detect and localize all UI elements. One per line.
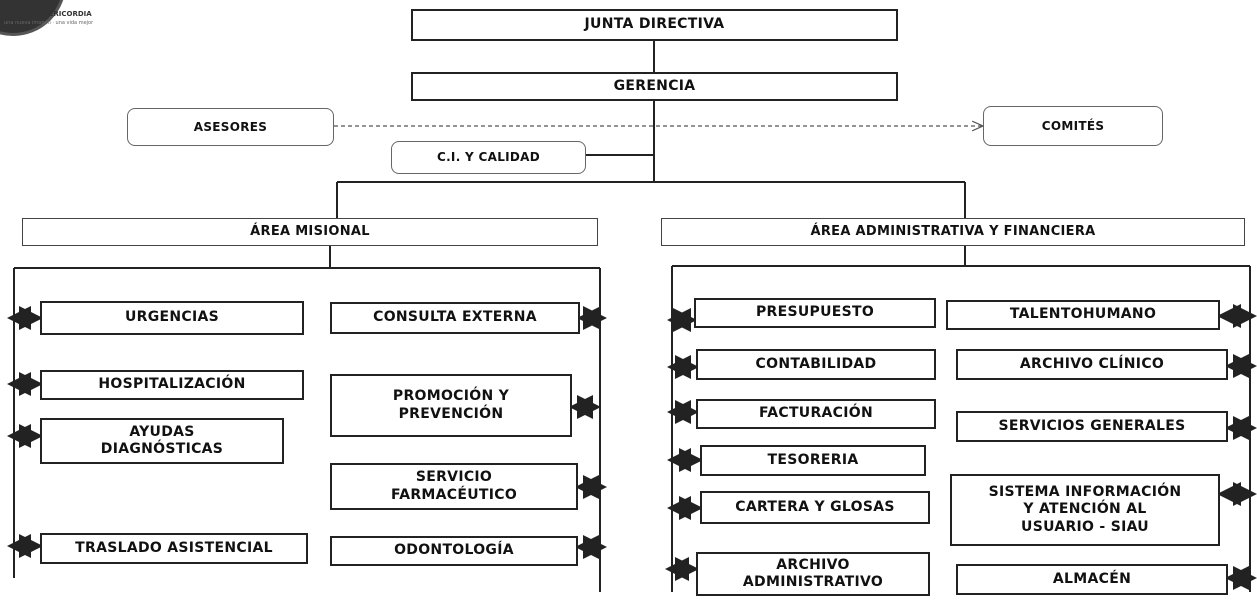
unit-facturacion: FACTURACIÓN — [696, 399, 936, 429]
board-box: JUNTA DIRECTIVA — [411, 9, 898, 41]
mission-area-box: ÁREA MISIONAL — [22, 218, 598, 246]
unit-almacen: ALMACÉN — [956, 564, 1228, 595]
logo-band-text: A MISERICORDIA — [34, 2, 92, 18]
unit-talento-humano: TALENTOHUMANO — [946, 300, 1220, 330]
management-box: GERENCIA — [411, 72, 898, 101]
admin-area-box: ÁREA ADMINISTRATIVA Y FINANCIERA — [661, 218, 1245, 246]
unit-tesoreria: TESORERIA — [700, 445, 926, 476]
unit-cartera-glosas: CARTERA Y GLOSAS — [700, 491, 930, 524]
unit-archivo-administrativo: ARCHIVO ADMINISTRATIVO — [696, 552, 930, 596]
unit-urgencias: URGENCIAS — [40, 301, 304, 335]
unit-archivo-clinico: ARCHIVO CLÍNICO — [956, 349, 1228, 380]
logo-tagline: una nueva imagen · una vida mejor — [4, 20, 94, 26]
unit-siau: SISTEMA INFORMACIÓN Y ATENCIÓN AL USUARI… — [950, 474, 1220, 546]
quality-box: C.I. Y CALIDAD — [391, 141, 586, 174]
unit-promocion-prevencion: PROMOCIÓN Y PREVENCIÓN — [330, 374, 572, 437]
unit-odontologia: ODONTOLOGÍA — [330, 536, 578, 566]
unit-traslado-asistencial: TRASLADO ASISTENCIAL — [40, 533, 308, 564]
institution-logo: A MISERICORDIA una nueva imagen · una vi… — [0, 0, 190, 40]
unit-servicio-farmaceutico: SERVICIO FARMACÉUTICO — [330, 463, 578, 510]
unit-ayudas-diagnosticas: AYUDAS DIAGNÓSTICAS — [40, 418, 284, 464]
unit-hospitalizacion: HOSPITALIZACIÓN — [40, 370, 304, 400]
advisors-box: ASESORES — [127, 108, 334, 146]
unit-presupuesto: PRESUPUESTO — [694, 298, 936, 328]
unit-contabilidad: CONTABILIDAD — [696, 349, 936, 380]
unit-servicios-generales: SERVICIOS GENERALES — [956, 411, 1228, 442]
committees-box: COMITÉS — [983, 106, 1163, 146]
unit-consulta-externa: CONSULTA EXTERNA — [330, 302, 580, 334]
